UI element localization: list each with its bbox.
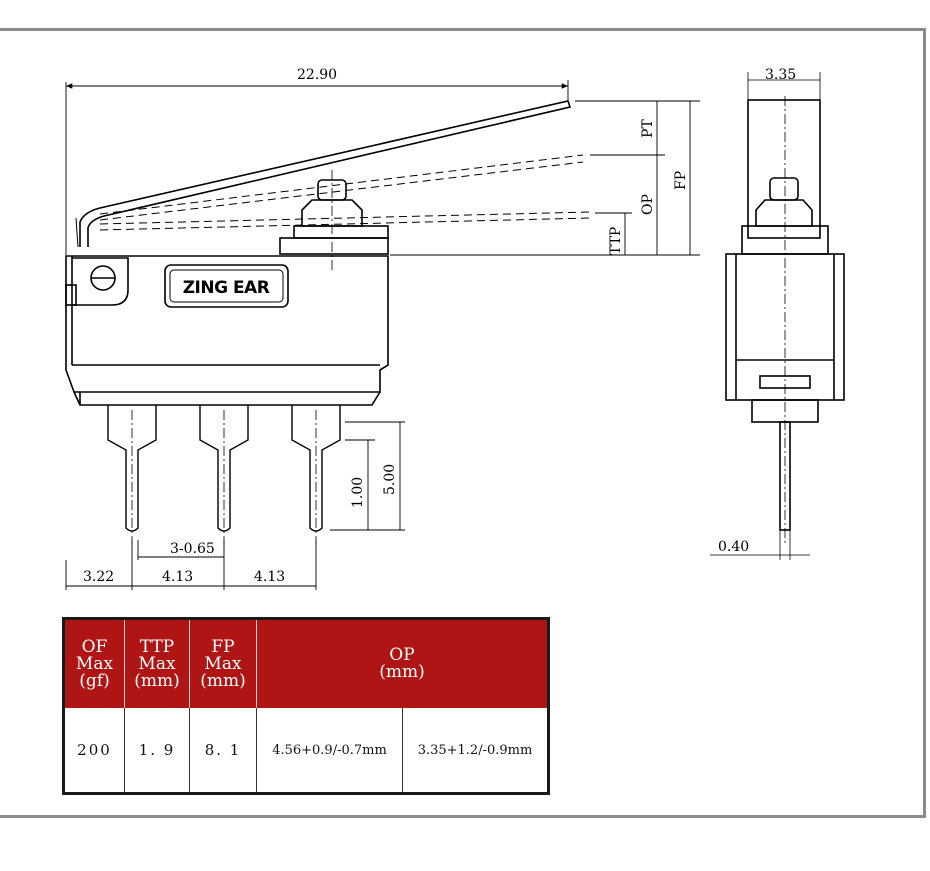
label-fp: FP xyxy=(673,171,689,190)
dim-width: 3.35 xyxy=(765,67,796,83)
label-op: OP xyxy=(640,194,656,215)
header-fp: FP Max (mm) xyxy=(190,620,257,708)
dim-pin-thickness: 0.40 xyxy=(718,539,749,555)
header-of: OF Max (gf) xyxy=(65,620,125,708)
label-ttp: TTP xyxy=(608,227,624,255)
dim-pin-pitch: 3-0.65 xyxy=(170,541,215,557)
header-op: OP (mm) xyxy=(257,620,547,708)
dim-pin-len-short: 1.00 xyxy=(350,477,366,508)
value-op-1: 4.56+0.9/-0.7mm xyxy=(257,708,403,792)
dim-pin-spacing-1: 4.13 xyxy=(162,569,193,585)
value-fp: 8. 1 xyxy=(190,708,257,792)
dim-pin-offset: 3.22 xyxy=(83,569,114,585)
dim-pin-spacing-2: 4.13 xyxy=(254,569,285,585)
value-op-2: 3.35+1.2/-0.9mm xyxy=(417,742,533,758)
drawing-frame xyxy=(0,28,926,818)
label-pt: PT xyxy=(640,119,656,138)
spec-table: OF Max (gf) TTP Max (mm) FP Max (mm) OP … xyxy=(62,617,550,795)
dim-overall-length: 22.90 xyxy=(297,67,337,83)
value-of: 200 xyxy=(65,708,125,792)
header-ttp: TTP Max (mm) xyxy=(125,620,190,708)
side-view xyxy=(65,100,591,545)
value-ttp: 1. 9 xyxy=(125,708,190,792)
dim-pin-len-long: 5.00 xyxy=(382,464,398,495)
brand-label: ZING EAR xyxy=(183,278,270,298)
